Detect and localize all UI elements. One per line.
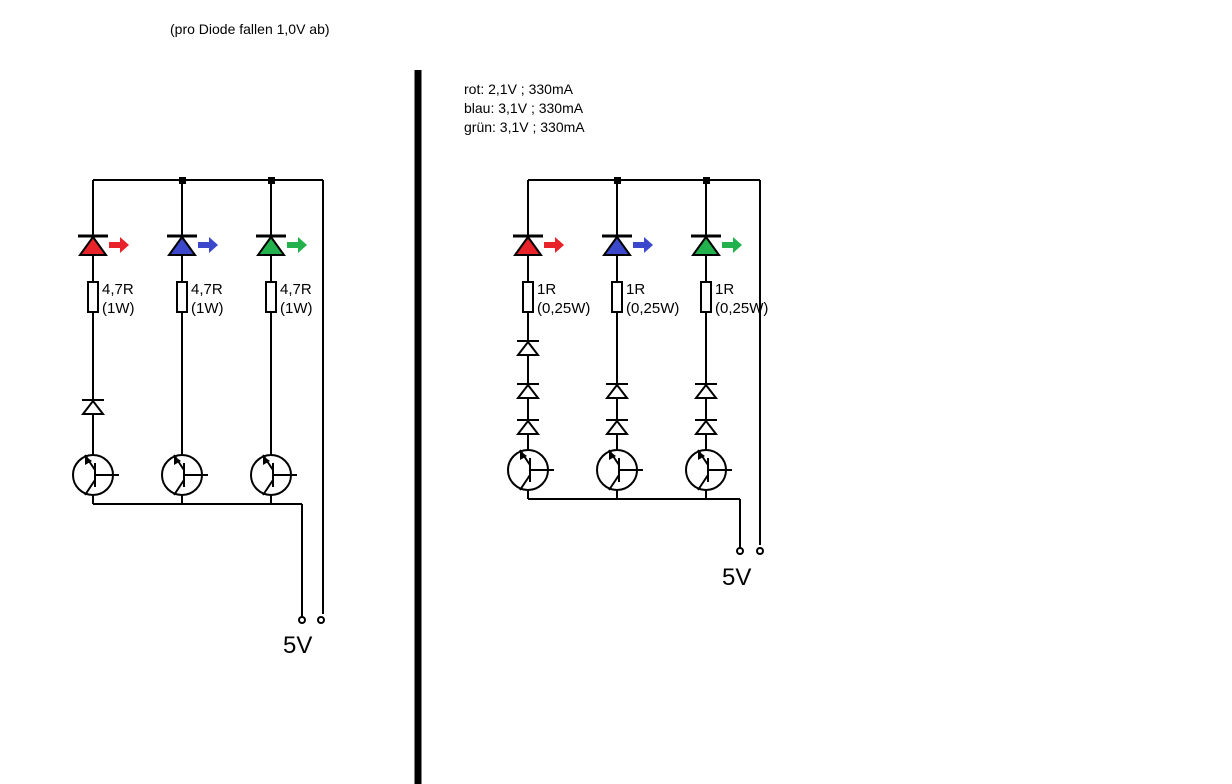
red-led-body: [78, 235, 108, 256]
transistor-emitter: [697, 474, 709, 491]
resistor: [522, 281, 534, 313]
diode-body: [693, 383, 719, 399]
resistor: [700, 281, 712, 313]
terminal-minus: [736, 547, 744, 555]
blue-led-body: [602, 235, 632, 256]
resistor-value: 4,7R: [102, 281, 134, 298]
terminal-plus: [756, 547, 764, 555]
red-led: [78, 234, 129, 256]
emitter-arrow-icon: [609, 451, 616, 460]
green-led-body: [256, 235, 286, 256]
resistor: [265, 281, 277, 313]
transistor-emitter: [519, 474, 531, 491]
right-supply-label: 5V: [722, 564, 751, 591]
diode: [515, 419, 541, 435]
resistor-power: (1W): [191, 300, 224, 317]
terminal-plus: [317, 616, 325, 624]
light-arrow-icon: [722, 237, 742, 253]
transistor: [161, 454, 208, 496]
terminal-minus: [298, 616, 306, 624]
spec-green: grün: 3,1V ; 330mA: [464, 119, 585, 135]
resistor-value: 4,7R: [191, 281, 223, 298]
blue-led-body: [167, 235, 197, 256]
transistor-emitter: [84, 479, 96, 496]
emitter-arrow-icon: [174, 456, 181, 465]
resistor: [87, 281, 99, 313]
diode-body: [604, 419, 630, 435]
spec-red: rot: 2,1V ; 330mA: [464, 81, 574, 97]
emitter-arrow-icon: [85, 456, 92, 465]
resistor-value: 4,7R: [280, 281, 312, 298]
led-spec-list: rot: 2,1V ; 330mA blau: 3,1V ; 330mA grü…: [464, 81, 585, 135]
diode-body: [515, 340, 541, 356]
diode-body: [80, 399, 106, 415]
resistor-value: 1R: [715, 281, 734, 298]
light-arrow-icon: [544, 237, 564, 253]
diode: [693, 419, 719, 435]
resistor-value: 1R: [626, 281, 645, 298]
diode-drop-note: (pro Diode fallen 1,0V ab): [170, 21, 330, 37]
emitter-arrow-icon: [698, 451, 705, 460]
resistor: [176, 281, 188, 313]
resistor-value: 1R: [537, 281, 556, 298]
diode: [515, 340, 541, 356]
resistor-power: (0,25W): [626, 300, 679, 317]
resistor-power: (1W): [280, 300, 313, 317]
green-led: [256, 234, 307, 256]
red-led: [513, 234, 564, 256]
diode: [604, 383, 630, 399]
light-arrow-icon: [287, 237, 307, 253]
resistor-power: (0,25W): [537, 300, 590, 317]
transistor-emitter: [262, 479, 274, 496]
transistor: [250, 454, 297, 496]
transistor-emitter: [173, 479, 185, 496]
left-circuit: 4,7R (1W) 4,7R (1W) 4,7R (1W): [72, 177, 325, 624]
diode: [604, 419, 630, 435]
transistor: [596, 449, 643, 491]
emitter-arrow-icon: [263, 456, 270, 465]
transistor: [685, 449, 732, 491]
emitter-arrow-icon: [520, 451, 527, 460]
green-led: [691, 234, 742, 256]
diode: [515, 383, 541, 399]
light-arrow-icon: [633, 237, 653, 253]
left-supply-label: 5V: [283, 632, 312, 659]
red-led-body: [513, 235, 543, 256]
transistor: [72, 454, 119, 496]
resistor: [611, 281, 623, 313]
transistor-emitter: [608, 474, 620, 491]
green-led-body: [691, 235, 721, 256]
diode: [80, 399, 106, 415]
resistor-power: (0,25W): [715, 300, 768, 317]
diode-body: [604, 383, 630, 399]
right-circuit: 1R (0,25W) 1R (0,25W) 1R (0,25W): [507, 177, 768, 555]
light-arrow-icon: [198, 237, 218, 253]
diode-body: [515, 419, 541, 435]
diode-body: [515, 383, 541, 399]
blue-led: [167, 234, 218, 256]
light-arrow-icon: [109, 237, 129, 253]
diode: [693, 383, 719, 399]
blue-led: [602, 234, 653, 256]
transistor: [507, 449, 554, 491]
diode-body: [693, 419, 719, 435]
resistor-power: (1W): [102, 300, 135, 317]
spec-blue: blau: 3,1V ; 330mA: [464, 100, 584, 116]
